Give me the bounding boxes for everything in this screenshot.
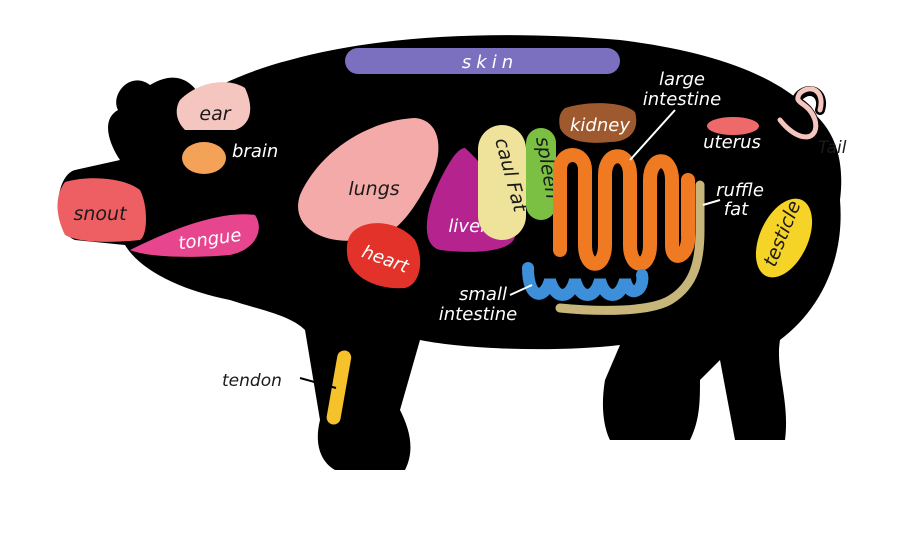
testicle-part [755,198,813,278]
tail-part [777,86,827,144]
tendon-part [326,350,352,425]
ruffle-fat-part [555,180,705,315]
small-intestine-label-line2: intestine [439,304,517,325]
skin-label: skin [462,52,518,73]
ear-part [176,82,251,130]
ear-label: ear [199,103,231,125]
small-intestine-pointer [509,284,533,296]
brain-part [182,142,226,174]
large-intestine-pointer [629,109,676,161]
kidney-label: kidney [570,115,630,136]
uterus-part [707,117,759,135]
tail-label: Tail [818,138,847,158]
lungs-label: lungs [348,178,399,200]
lungs-part [298,118,439,241]
caul-fat-part [478,125,526,240]
ruffle-fat-label-line2: fat [724,199,749,220]
snout-part [57,178,146,242]
heart-part [346,223,421,289]
large-intestine-label-line2: intestine [643,89,721,110]
small-intestine-label-line1: small [459,284,507,305]
ruffle-fat-pointer [702,199,721,206]
large-intestine-label-line1: large [659,69,705,90]
uterus-label: uterus [703,132,761,153]
tendon-pointer [299,377,337,389]
tongue-part [130,214,259,257]
brain-label: brain [232,141,278,162]
ruffle-fat-label-line1: ruffle [716,180,764,201]
small-intestine-part [522,262,649,301]
spleen-part [526,128,556,220]
skin-part [345,48,620,74]
tendon-label: tendon [222,371,282,391]
kidney-part [559,103,637,143]
snout-label: snout [73,203,128,225]
large-intestine-part [553,148,696,271]
